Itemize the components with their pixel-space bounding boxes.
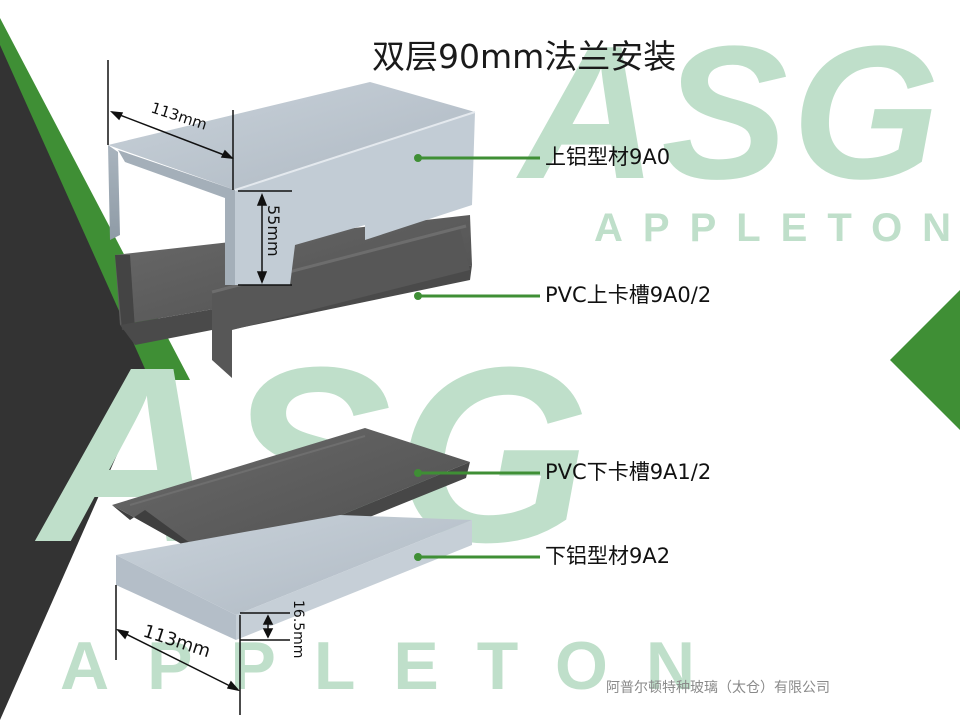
callout-upper-pvc: PVC上卡槽9A0/2 [545,283,712,307]
callout-dots [414,154,422,561]
lower-aluminum-profile [116,515,472,640]
dim-top-height: 55mm [264,205,283,257]
lower-dimensions [115,585,290,715]
callout-leaders [418,156,540,559]
dim-bottom-width: 113mm [140,621,213,662]
callout-upper-aluminum: 上铝型材9A0 [545,145,671,169]
dark-wedge [0,45,150,720]
watermark-asg-top: ASG [520,7,944,219]
watermark-appleton-bottom: APPLETON [60,628,734,704]
watermark-appleton-top: APPLETON [594,206,960,250]
callout-lower-pvc: PVC下卡槽9A1/2 [545,460,712,484]
right-green-triangle [890,290,960,430]
dim-bottom-height: 16.5mm [290,600,306,658]
upper-aluminum-profile [108,82,476,285]
page-title: 双层90mm法兰安装 [372,37,677,76]
callout-lower-aluminum: 下铝型材9A2 [545,544,671,568]
upper-dimensions [107,60,292,286]
company-footer: 阿普尔顿特种玻璃（太仓）有限公司 [606,680,830,696]
